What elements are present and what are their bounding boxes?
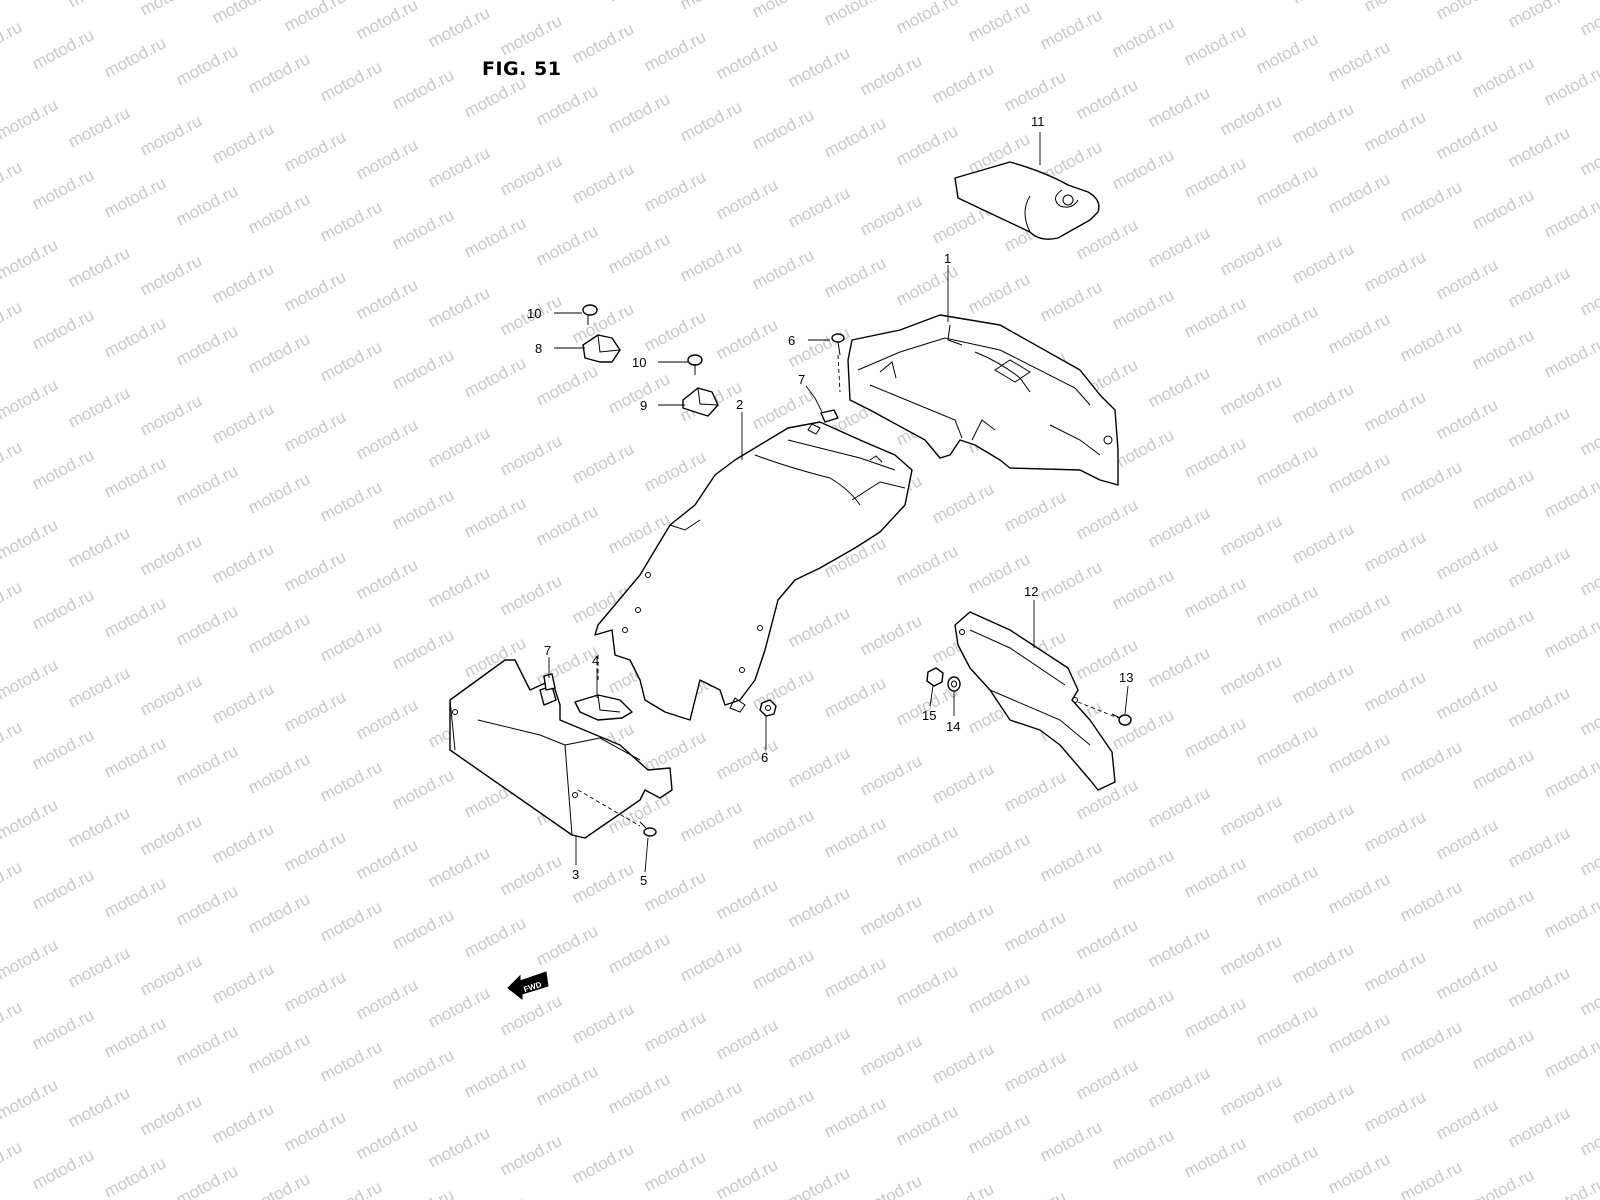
part-15-nut <box>926 667 944 687</box>
callout-10a: 10 <box>527 306 541 321</box>
part-3-front-bracket <box>449 659 673 839</box>
part-9-clamp <box>682 387 719 417</box>
part-7-lower-clip <box>539 673 557 706</box>
part-11-seat-pad <box>954 161 1100 240</box>
part-2-rear-fender <box>594 421 913 721</box>
forward-arrow-icon: FWD <box>507 971 549 1001</box>
callout-9: 9 <box>640 398 647 413</box>
callout-14: 14 <box>946 719 960 734</box>
callout-6a: 6 <box>788 333 795 348</box>
callout-10b: 10 <box>632 355 646 370</box>
part-10-screw-b <box>687 354 703 375</box>
part-7-upper-clip <box>820 409 839 423</box>
callout-3: 3 <box>572 867 579 882</box>
callout-2: 2 <box>736 397 743 412</box>
callout-1: 1 <box>944 251 951 266</box>
part-14-washer <box>947 676 961 692</box>
callout-8: 8 <box>535 341 542 356</box>
callout-15: 15 <box>922 708 936 723</box>
callout-6b: 6 <box>761 750 768 765</box>
callout-5: 5 <box>640 873 647 888</box>
part-10-screw-a <box>582 304 598 325</box>
part-12-license-bracket <box>954 611 1116 791</box>
callout-12: 12 <box>1024 584 1038 599</box>
callout-7a: 7 <box>798 372 805 387</box>
figure-title: FIG. 51 <box>482 58 562 80</box>
callout-11: 11 <box>1031 114 1045 129</box>
callout-labels: 11 1 10 8 10 9 6 7 2 7 4 6 3 5 12 13 15 … <box>527 114 1133 888</box>
part-8-clamp <box>582 334 621 363</box>
part-13-bolt <box>1111 713 1132 726</box>
callout-4: 4 <box>592 653 599 668</box>
callout-13: 13 <box>1119 670 1133 685</box>
part-5-screw <box>639 821 657 837</box>
callout-7b: 7 <box>544 643 551 658</box>
leader-lines <box>548 132 1129 873</box>
part-6-upper-screw <box>831 333 845 356</box>
part-6-lower-nut <box>759 699 777 717</box>
part-4-clip <box>574 694 633 721</box>
part-1-rear-tray <box>847 314 1119 486</box>
